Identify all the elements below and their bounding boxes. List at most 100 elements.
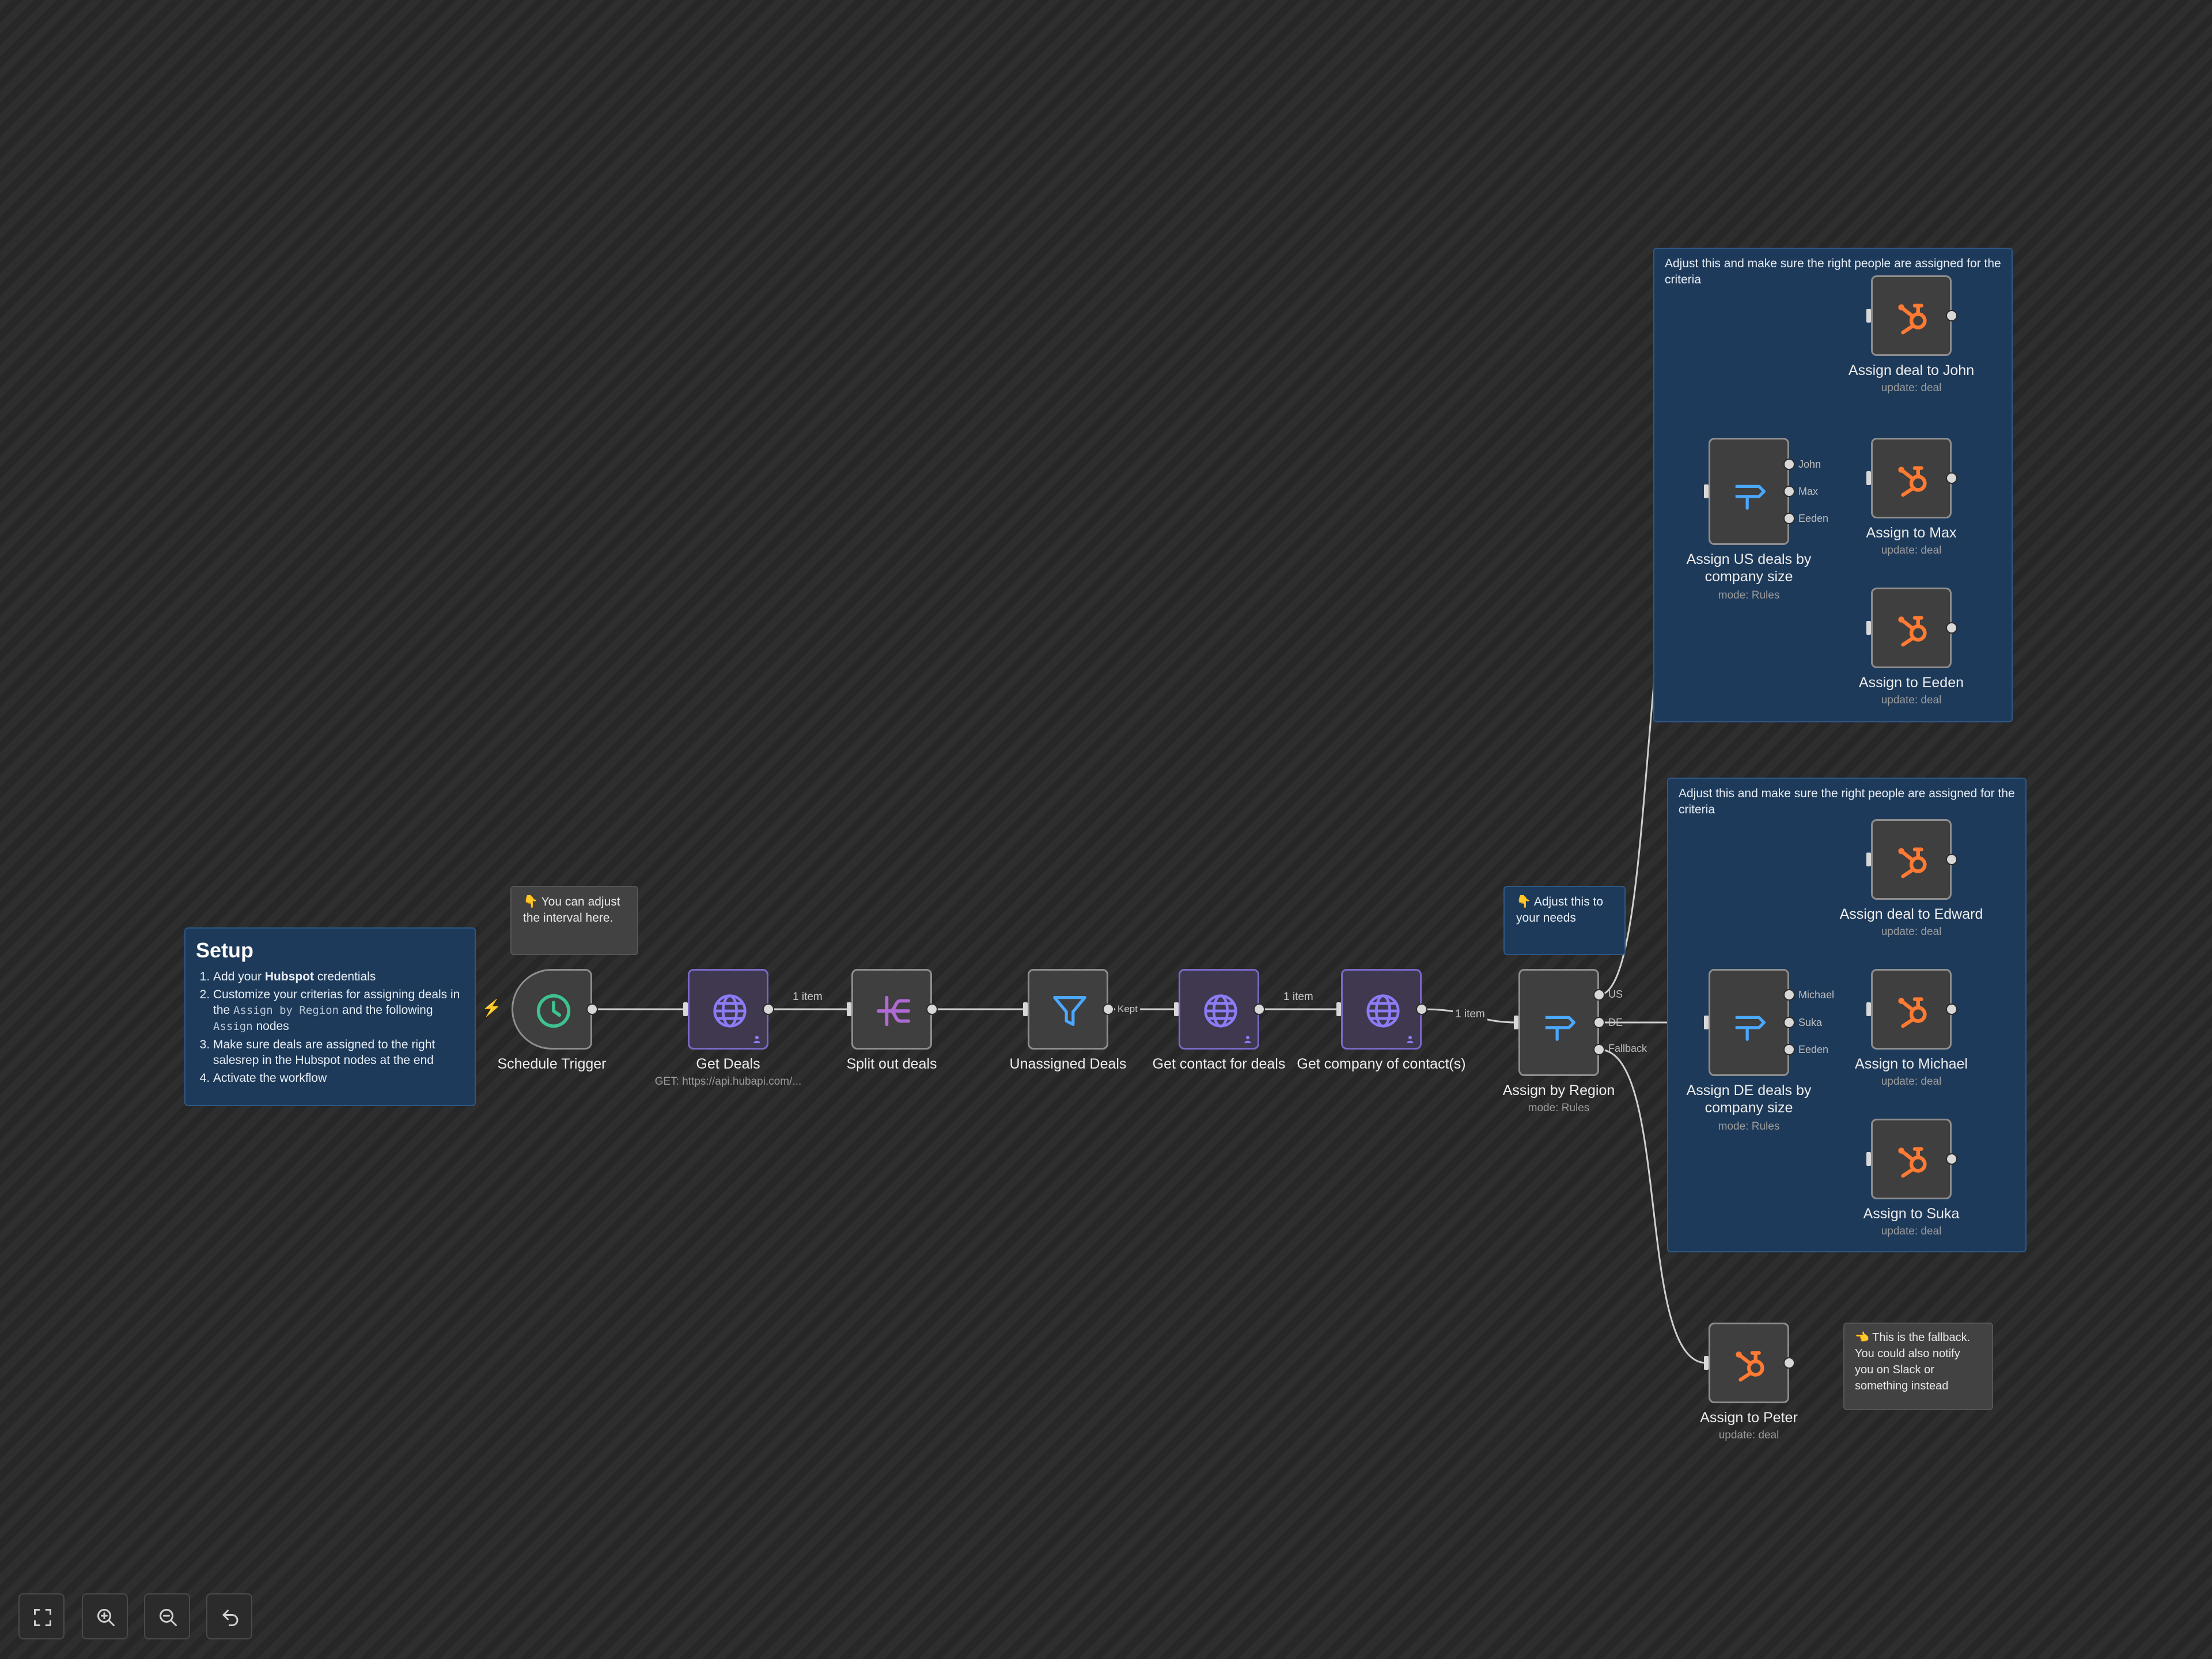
output-handle[interactable] xyxy=(1946,310,1957,321)
fallback-note[interactable]: 👈 This is the fallback. You could also n… xyxy=(1843,1323,1993,1410)
schedule-trigger-node[interactable] xyxy=(512,969,592,1050)
clock-icon xyxy=(536,994,571,1028)
edge-label-items: 1 item xyxy=(790,991,825,1003)
assign-by-region-node[interactable] xyxy=(1518,969,1599,1076)
unassigned-deals-label: Unassigned Deals xyxy=(1009,1056,1127,1072)
zoom-out-button[interactable] xyxy=(144,1593,190,1639)
assign-john-label: Assign deal to John xyxy=(1848,362,1975,378)
interval-note[interactable]: 👇 You can adjust the interval here. xyxy=(510,886,638,955)
assign-john-subtitle: update: deal xyxy=(1881,382,1942,394)
output-handle[interactable] xyxy=(1103,1003,1114,1015)
get-deals-subtitle: GET: https://api.hubapi.com/... xyxy=(654,1075,802,1088)
port-label-michael: Michael xyxy=(1798,989,1835,1001)
input-handle[interactable] xyxy=(1704,1016,1709,1029)
input-handle[interactable] xyxy=(1704,1356,1709,1370)
setup-note-title: Setup xyxy=(196,938,254,962)
zoom-out-icon xyxy=(160,1609,177,1626)
assign-eeden-us-subtitle: update: deal xyxy=(1881,694,1942,706)
undo-icon xyxy=(222,1609,238,1626)
filter-icon xyxy=(1053,996,1086,1026)
port-label-de: DE xyxy=(1608,1017,1623,1028)
output-handle[interactable] xyxy=(586,1003,598,1015)
edge-label-items: 1 item xyxy=(1453,1008,1487,1021)
reset-zoom-button[interactable] xyxy=(206,1593,252,1639)
hubspot-icon xyxy=(1898,616,1927,647)
output-handle[interactable] xyxy=(1783,989,1795,1001)
input-handle[interactable] xyxy=(1866,1152,1871,1166)
setup-note[interactable]: Setup Add your Hubspot credentials Custo… xyxy=(184,927,476,1106)
port-label-us: US xyxy=(1608,988,1623,1000)
output-handle[interactable] xyxy=(1783,459,1795,470)
output-handle[interactable] xyxy=(1593,1044,1605,1055)
output-handle[interactable] xyxy=(1593,1017,1605,1028)
output-handle[interactable] xyxy=(1783,1017,1795,1028)
assign-michael-node[interactable] xyxy=(1871,969,1952,1050)
assign-us-deals-label: Assign US deals by company size xyxy=(1686,551,1812,585)
input-handle[interactable] xyxy=(1023,1002,1028,1016)
output-handle[interactable] xyxy=(1946,472,1957,484)
output-handle[interactable] xyxy=(1946,854,1957,865)
output-handle[interactable] xyxy=(1946,622,1957,634)
assign-edward-node[interactable] xyxy=(1871,819,1952,900)
input-handle[interactable] xyxy=(1704,484,1709,498)
input-handle[interactable] xyxy=(1514,1016,1518,1029)
assign-peter-subtitle: update: deal xyxy=(1718,1429,1779,1441)
assign-us-deals-node[interactable] xyxy=(1709,438,1789,545)
assign-eeden-us-node[interactable] xyxy=(1871,588,1952,668)
assign-de-deals-node[interactable] xyxy=(1709,969,1789,1076)
output-handle[interactable] xyxy=(926,1003,938,1015)
input-handle[interactable] xyxy=(1866,309,1871,323)
get-contact-node[interactable] xyxy=(1179,969,1259,1050)
assign-edward-subtitle: update: deal xyxy=(1881,926,1942,938)
output-handle[interactable] xyxy=(763,1003,774,1015)
adjust-needs-note[interactable]: 👇 Adjust this to your needs xyxy=(1503,886,1626,955)
input-handle[interactable] xyxy=(1866,471,1871,485)
input-handle[interactable] xyxy=(1336,1002,1341,1016)
port-label-suka: Suka xyxy=(1798,1017,1823,1028)
split-out-deals-node[interactable] xyxy=(851,969,932,1050)
port-label-max: Max xyxy=(1798,486,1819,497)
assign-eeden-us-label: Assign to Eeden xyxy=(1858,675,1964,691)
input-handle[interactable] xyxy=(1866,853,1871,866)
get-deals-node[interactable] xyxy=(688,969,768,1050)
signpost-icon xyxy=(1735,484,1766,510)
trigger-bolt-icon: ⚡ xyxy=(482,999,502,1017)
assign-suka-node[interactable] xyxy=(1871,1119,1952,1199)
zoom-in-button[interactable] xyxy=(82,1593,128,1639)
assign-john-node[interactable] xyxy=(1871,275,1952,356)
input-handle[interactable] xyxy=(1866,1002,1871,1016)
assign-de-deals-label: Assign DE deals by company size xyxy=(1686,1082,1812,1116)
output-handle[interactable] xyxy=(1783,486,1795,497)
output-handle[interactable] xyxy=(1593,989,1605,1001)
assign-peter-node[interactable] xyxy=(1709,1323,1789,1403)
assign-max-subtitle: update: deal xyxy=(1881,544,1942,556)
output-handle[interactable] xyxy=(1783,1044,1795,1055)
assign-michael-label: Assign to Michael xyxy=(1855,1056,1968,1072)
assign-max-node[interactable] xyxy=(1871,438,1952,518)
credential-badge-icon xyxy=(753,1036,760,1043)
assign-peter-label: Assign to Peter xyxy=(1700,1410,1798,1426)
assign-suka-subtitle: update: deal xyxy=(1881,1225,1942,1237)
output-handle[interactable] xyxy=(1946,1153,1957,1165)
setup-step-1: Add your Hubspot credentials xyxy=(213,969,464,984)
output-handle[interactable] xyxy=(1946,1003,1957,1015)
schedule-trigger-label: Schedule Trigger xyxy=(497,1056,607,1072)
get-company-node[interactable] xyxy=(1341,969,1422,1050)
unassigned-deals-filter-node[interactable] xyxy=(1028,969,1108,1050)
input-handle[interactable] xyxy=(847,1002,851,1016)
output-handle[interactable] xyxy=(1416,1003,1427,1015)
setup-step-2: Customize your criterias for assigning d… xyxy=(213,987,464,1035)
setup-steps: Add your Hubspot credentials Customize y… xyxy=(196,969,464,1086)
output-handle[interactable] xyxy=(1783,1357,1795,1369)
output-handle[interactable] xyxy=(1253,1003,1265,1015)
hubspot-icon xyxy=(1898,304,1927,335)
input-handle[interactable] xyxy=(683,1002,688,1016)
input-handle[interactable] xyxy=(1866,621,1871,635)
assign-us-deals-subtitle: mode: Rules xyxy=(1718,589,1780,601)
credential-badge-icon xyxy=(1407,1036,1414,1043)
output-handle[interactable] xyxy=(1783,513,1795,524)
input-handle[interactable] xyxy=(1174,1002,1179,1016)
assign-edward-label: Assign deal to Edward xyxy=(1839,906,1983,922)
fit-view-button[interactable] xyxy=(18,1593,65,1639)
